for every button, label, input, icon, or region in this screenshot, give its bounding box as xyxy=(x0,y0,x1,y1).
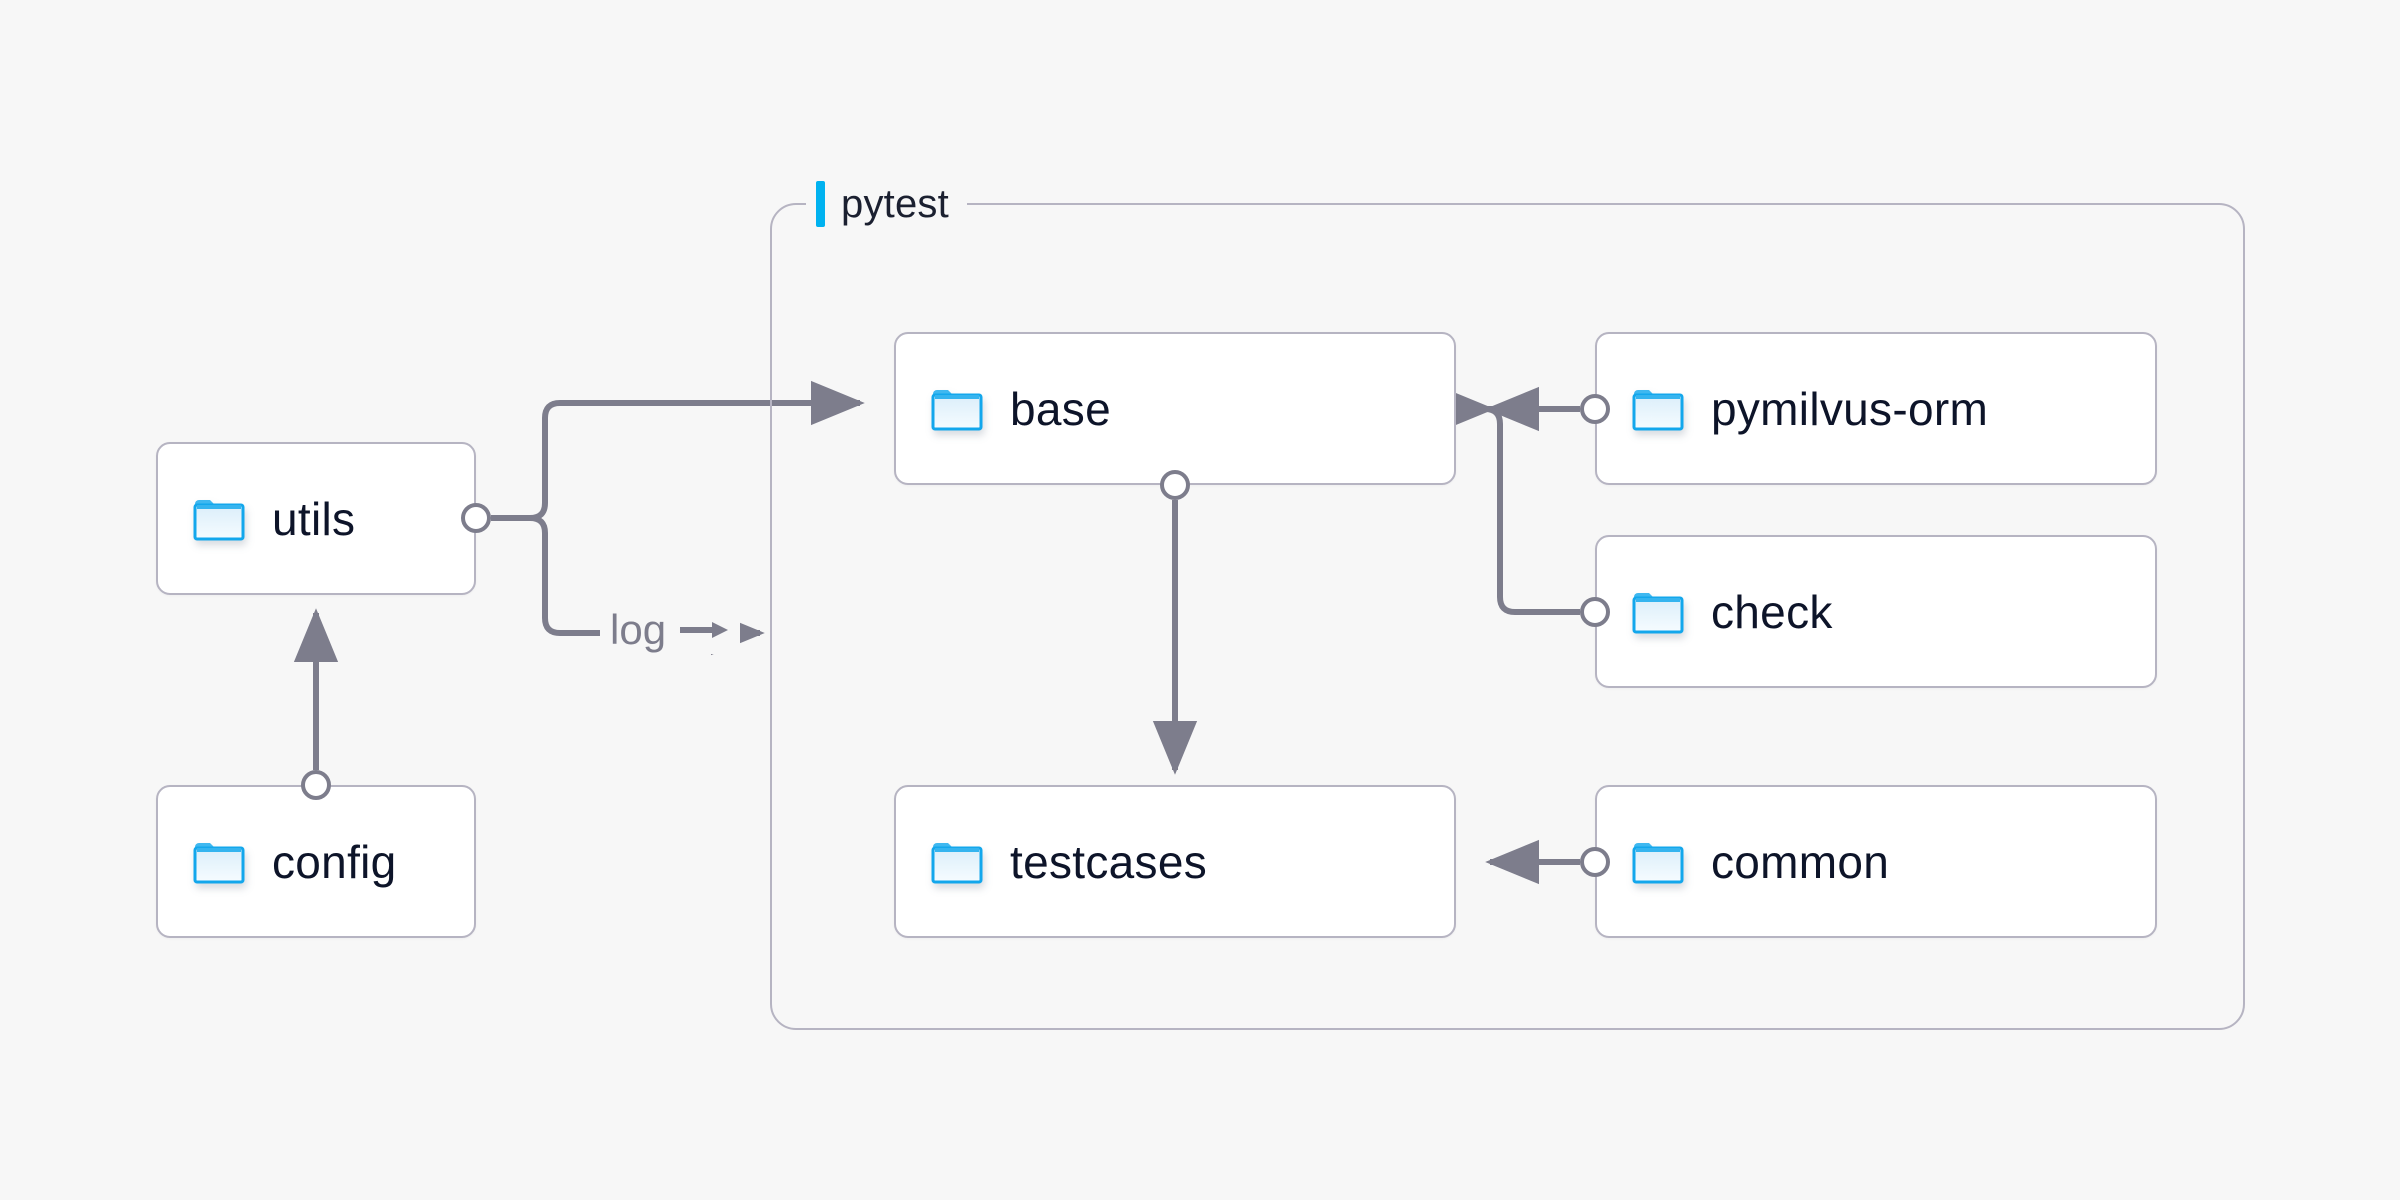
node-label-config: config xyxy=(272,835,397,888)
folder-icon xyxy=(930,839,984,885)
folder-icon xyxy=(930,386,984,432)
node-label-common: common xyxy=(1711,835,1890,888)
port-config-top[interactable] xyxy=(301,770,331,800)
folder-icon xyxy=(1631,589,1685,635)
node-base[interactable]: base xyxy=(894,332,1456,485)
group-label-pytest: pytest xyxy=(806,176,967,232)
folder-icon xyxy=(192,496,246,542)
port-utils-right[interactable] xyxy=(461,503,491,533)
port-base-bottom[interactable] xyxy=(1160,470,1190,500)
folder-icon xyxy=(1631,386,1685,432)
node-testcases[interactable]: testcases xyxy=(894,785,1456,938)
node-check[interactable]: check xyxy=(1595,535,2157,688)
port-check-left[interactable] xyxy=(1580,597,1610,627)
edge-utils-log xyxy=(491,515,610,636)
accent-bar-icon xyxy=(816,181,825,227)
port-common-left[interactable] xyxy=(1580,847,1610,877)
folder-icon xyxy=(192,839,246,885)
node-label-testcases: testcases xyxy=(1010,835,1208,888)
arrow-right-icon xyxy=(680,622,729,638)
node-common[interactable]: common xyxy=(1595,785,2157,938)
node-config[interactable]: config xyxy=(156,785,476,938)
group-title-text: pytest xyxy=(841,182,949,226)
node-label-utils: utils xyxy=(272,492,356,545)
node-label-base: base xyxy=(1010,382,1111,435)
node-utils[interactable]: utils xyxy=(156,442,476,595)
node-pymilvus-orm[interactable]: pymilvus-orm xyxy=(1595,332,2157,485)
port-pymilvus-orm-left[interactable] xyxy=(1580,394,1610,424)
folder-icon xyxy=(1631,839,1685,885)
node-label-check: check xyxy=(1711,585,1833,638)
node-label-pymilvus-orm: pymilvus-orm xyxy=(1711,382,1989,435)
edge-label-log-text: log xyxy=(610,606,667,653)
edge-label-log: log xyxy=(600,606,741,654)
group-container-pytest[interactable] xyxy=(770,203,2245,1030)
